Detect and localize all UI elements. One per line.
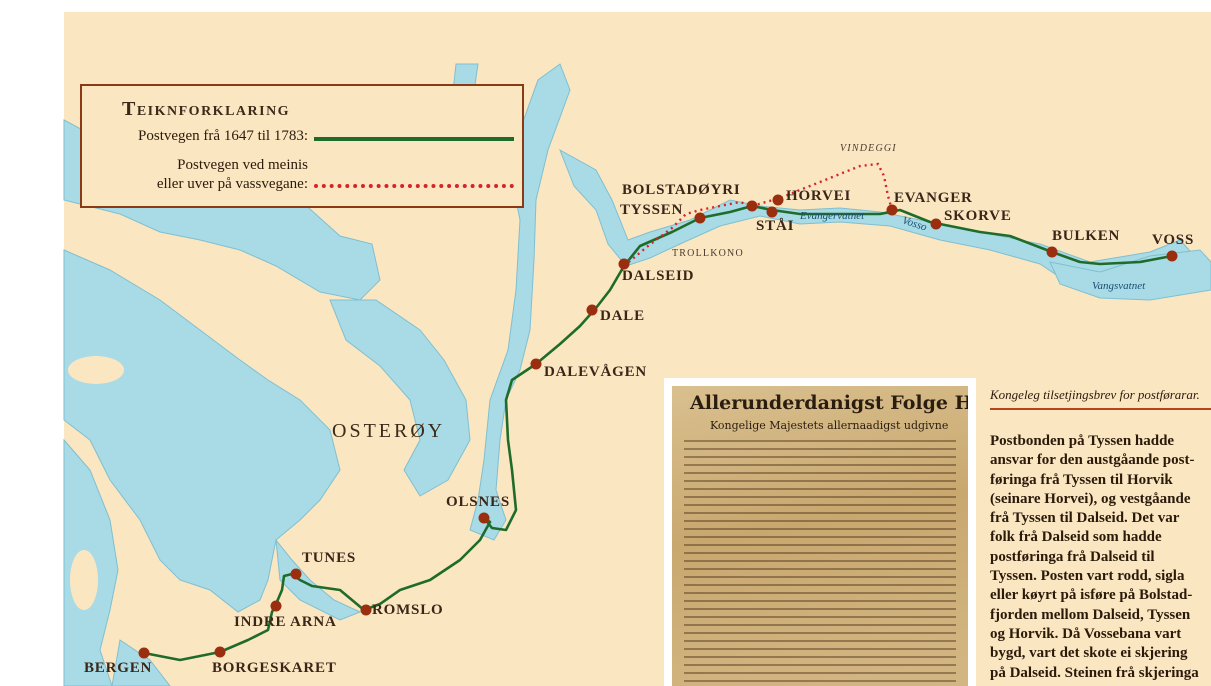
article-line: og Horvik. Då Vossebana vart xyxy=(990,625,1182,642)
legend-water-route-line1: Postvegen ved meinis xyxy=(177,157,308,173)
map-legend: Teiknforklaring Postvegen frå 1647 til 1… xyxy=(80,84,524,208)
label-evangervatnet: Evangervatnet xyxy=(800,210,865,222)
letter-heading: Allerunderdanigst Folge Hans xyxy=(690,392,968,414)
historic-letter-image: Allerunderdanigst Folge Hans Kongelige M… xyxy=(664,378,976,686)
article-body: Postbonden på Tyssen hadde ansvar for den… xyxy=(990,432,1211,683)
stop-romslo xyxy=(360,604,372,616)
label-borgeskaret: BORGESKARET xyxy=(212,660,337,676)
label-vindeggi: VINDEGGI xyxy=(840,143,897,154)
legend-title: Teiknforklaring xyxy=(122,98,291,120)
article-line: eller køyrt på isføre på Bolstad- xyxy=(990,587,1193,604)
label-horvei: HORVEI xyxy=(786,188,852,204)
legend-route-label: Postvegen frå 1647 til 1783: xyxy=(138,128,308,144)
article-line: Tyssen. Posten vart rodd, sigla xyxy=(990,568,1185,585)
stop-bolstadoyri xyxy=(746,200,758,212)
article-line: frå Tyssen til Dalseid. Det var xyxy=(990,510,1180,527)
legend-route-swatch xyxy=(314,137,514,141)
label-tunes: TUNES xyxy=(302,550,357,566)
stop-olsnes xyxy=(478,512,490,524)
legend-water-route-swatch xyxy=(314,184,514,188)
label-bulken: BULKEN xyxy=(1052,228,1121,244)
stop-horvei xyxy=(772,194,784,206)
islands xyxy=(68,290,232,610)
legend-water-route-label: Postvegen ved meinis eller uver på vassv… xyxy=(157,156,308,194)
label-staai: STÅI xyxy=(756,218,795,234)
winter-route-trollkono xyxy=(623,200,753,267)
article-line: (seinare Horvei), og vestgåande xyxy=(990,490,1191,507)
legend-water-route-line2: eller uver på vassvegane: xyxy=(156,176,308,192)
article-line: postføringa frå Dalseid til xyxy=(990,548,1155,565)
stop-evanger xyxy=(886,204,898,216)
stop-skorve xyxy=(930,218,942,230)
caption-rule xyxy=(990,408,1211,410)
stop-staai xyxy=(766,206,778,218)
stop-tunes xyxy=(290,568,302,580)
article-line: bygd, vart det skote ei skjering xyxy=(990,645,1188,662)
label-romslo: ROMSLO xyxy=(372,602,444,618)
stop-dale xyxy=(586,304,598,316)
label-voss: VOSS xyxy=(1152,232,1195,248)
label-skorve: SKORVE xyxy=(944,208,1012,224)
label-dale: DALE xyxy=(600,308,645,324)
historic-letter-paper: Allerunderdanigst Folge Hans Kongelige M… xyxy=(672,386,968,686)
article-line: Postbonden på Tyssen hadde xyxy=(990,433,1175,449)
label-dalevaagen: DALEVÅGEN xyxy=(544,364,648,380)
label-trollkono: TROLLKONO xyxy=(672,248,744,259)
label-bergen: BERGEN xyxy=(84,660,153,676)
article-line: ansvar for den austgåande post- xyxy=(990,452,1195,469)
route-stops xyxy=(138,194,1178,659)
label-bolstadoyri: BOLSTADØYRI xyxy=(622,182,741,198)
label-osteroy: OSTERØY xyxy=(332,420,446,442)
article-line: føringa frå Tyssen til Horvik xyxy=(990,471,1173,488)
label-olsnes: OLSNES xyxy=(446,494,510,510)
article-line: på Dalseid. Steinen frå skjeringa xyxy=(990,664,1199,681)
label-vangsvatnet: Vangsvatnet xyxy=(1092,280,1146,292)
stop-dalevaagen xyxy=(530,358,542,370)
winter-route-vindeggi xyxy=(751,162,894,211)
label-indre-arna: INDRE ARNA xyxy=(234,614,337,630)
letter-body-lines xyxy=(684,440,956,686)
label-tyssen: TYSSEN xyxy=(620,202,684,218)
stop-bergen xyxy=(138,647,150,659)
stop-dalseid xyxy=(618,258,630,270)
letter-subheading: Kongelige Majestets allernaadigst udgivn… xyxy=(710,419,949,432)
image-caption: Kongeleg tilsetjingsbrev for postførarar… xyxy=(990,387,1200,402)
stop-indre-arna xyxy=(270,600,282,612)
article-line: folk frå Dalseid som hadde xyxy=(990,529,1162,546)
stop-voss xyxy=(1166,250,1178,262)
label-evanger: EVANGER xyxy=(894,190,973,206)
stop-tyssen xyxy=(694,212,706,224)
label-dalseid: DALSEID xyxy=(622,268,695,284)
article-line: fjorden mellom Dalseid, Tyssen xyxy=(990,606,1191,623)
stop-borgeskaret xyxy=(214,646,226,658)
stop-bulken xyxy=(1046,246,1058,258)
